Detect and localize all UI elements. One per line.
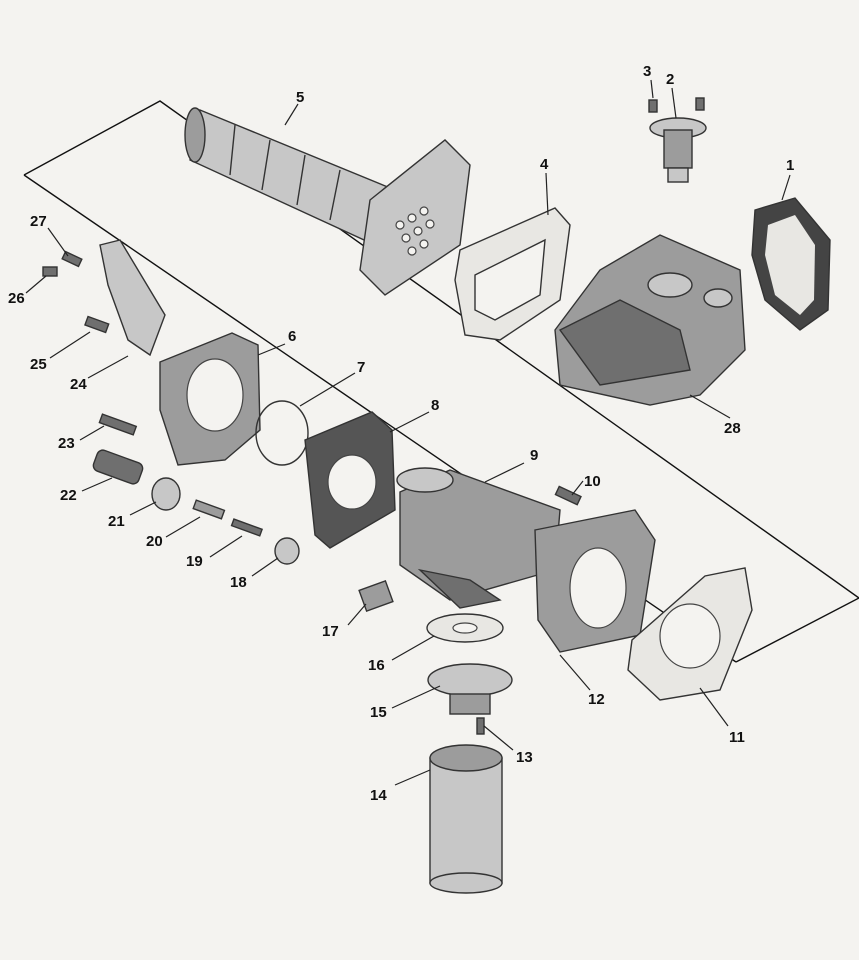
part-21-piston <box>151 477 181 511</box>
part-12-end-flange <box>534 509 656 653</box>
part-13-screw <box>476 717 485 735</box>
callout-9: 9 <box>530 447 538 464</box>
part-14-filter-cartridge <box>429 744 503 894</box>
callout-20: 20 <box>146 533 163 550</box>
callout-25: 25 <box>30 356 47 373</box>
part-22-spring <box>92 449 144 485</box>
callout-7: 7 <box>357 359 365 376</box>
part-10-screw <box>554 485 582 506</box>
part-18-plug <box>274 537 300 565</box>
callout-28: 28 <box>724 420 741 437</box>
part-23-bolt <box>98 413 138 436</box>
part-19-pin <box>230 518 264 537</box>
callout-1: 1 <box>786 157 794 174</box>
part-5-screen-tube <box>184 107 471 296</box>
part-27-screw <box>61 250 83 268</box>
part-25-screw <box>84 315 110 334</box>
callout-8: 8 <box>431 397 439 414</box>
part-24-bracket <box>99 239 166 357</box>
assembly-frame <box>23 100 859 599</box>
callout-12: 12 <box>588 691 605 708</box>
callout-14: 14 <box>370 787 387 804</box>
callout-2: 2 <box>666 71 674 88</box>
part-28-main-housing <box>554 234 746 406</box>
callout-11: 11 <box>729 729 745 746</box>
callout-15: 15 <box>370 704 387 721</box>
callout-27: 27 <box>30 213 47 230</box>
part-6-flange <box>159 332 261 466</box>
callout-6: 6 <box>288 328 296 345</box>
callout-4: 4 <box>540 156 549 173</box>
callouts: 1 2 3 4 5 6 7 8 9 10 11 12 13 14 15 16 1… <box>8 63 794 804</box>
assembly-frame-right <box>735 597 859 663</box>
part-16-plate <box>426 613 504 643</box>
callout-19: 19 <box>186 553 203 570</box>
callout-16: 16 <box>368 657 385 674</box>
part-9-housing-body <box>396 467 561 609</box>
callout-22: 22 <box>60 487 77 504</box>
callout-17: 17 <box>322 623 339 640</box>
callout-26: 26 <box>8 290 25 307</box>
callout-10: 10 <box>584 473 601 490</box>
part-7-o-ring <box>255 400 309 466</box>
callout-24: 24 <box>70 376 87 393</box>
callout-3: 3 <box>643 63 651 80</box>
part-8-gasket <box>304 411 396 549</box>
callout-5: 5 <box>296 89 304 106</box>
callout-18: 18 <box>230 574 247 591</box>
part-2-fitting <box>649 117 707 183</box>
callout-13: 13 <box>516 749 533 766</box>
callout-21: 21 <box>108 513 125 530</box>
part-17-fitting <box>358 579 394 613</box>
leader-lines <box>25 79 791 786</box>
part-15-valve-head <box>427 663 513 715</box>
part-11-gasket <box>627 567 753 701</box>
part-20-pin <box>192 499 226 520</box>
callout-23: 23 <box>58 435 75 452</box>
part-26-nut <box>42 266 58 277</box>
part-4-gasket <box>454 207 571 341</box>
part-1-gasket <box>751 197 831 331</box>
part-3-screws <box>648 97 705 113</box>
